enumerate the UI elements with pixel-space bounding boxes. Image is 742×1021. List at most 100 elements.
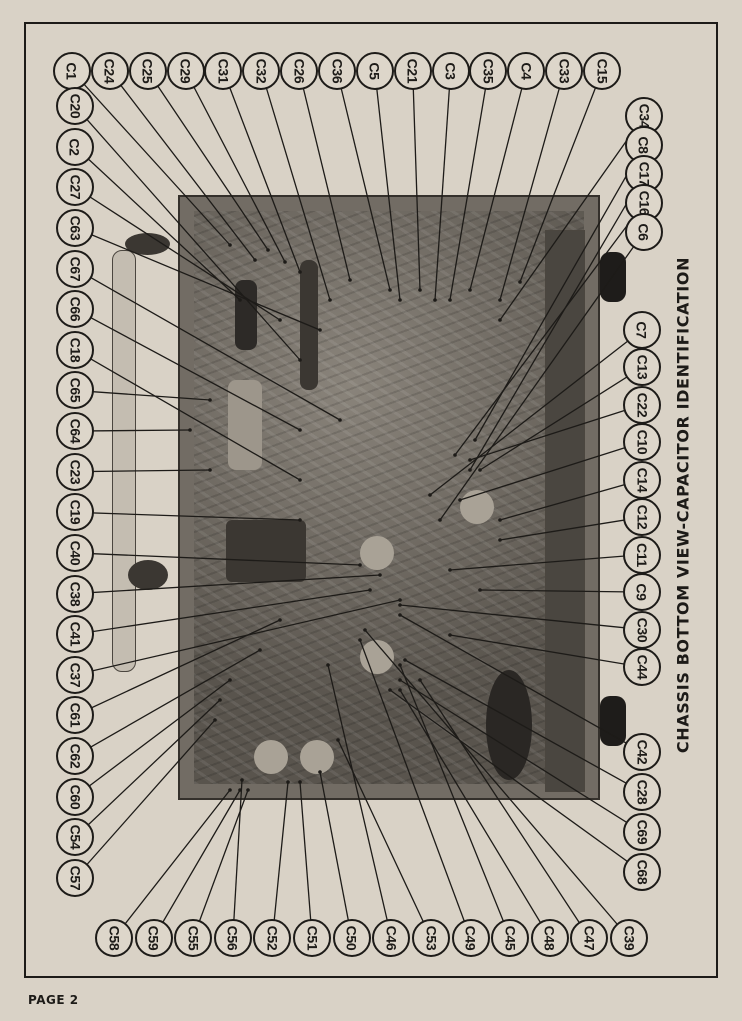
leader-end-c42 xyxy=(398,613,402,617)
capacitor-label-text: C46 xyxy=(383,925,400,951)
speaker xyxy=(486,670,532,780)
leader-c9 xyxy=(479,589,643,593)
capacitor-label-text: C66 xyxy=(66,296,83,322)
leader-end-c21 xyxy=(418,288,422,292)
capacitor-label-c52: C52 xyxy=(253,919,292,957)
leader-c4 xyxy=(469,70,527,291)
capacitor-label-text: C32 xyxy=(253,58,270,84)
leader-c57 xyxy=(74,719,216,879)
capacitor-label-text: C58 xyxy=(105,925,122,951)
leader-c6 xyxy=(439,231,645,521)
leader-c27 xyxy=(74,186,281,321)
capacitor-label-c57: C57 xyxy=(56,859,94,897)
leader-end-c18 xyxy=(298,478,302,482)
capacitor-label-c61: C61 xyxy=(56,696,94,735)
capacitor-label-c6: C6 xyxy=(625,213,663,251)
leader-c51 xyxy=(299,781,313,939)
capacitor-label-text: C8 xyxy=(635,136,652,154)
tube-socket-5 xyxy=(460,490,494,524)
capacitor-label-c64: C64 xyxy=(56,412,94,451)
leader-end-c58 xyxy=(228,788,232,792)
leader-end-c69 xyxy=(398,678,402,682)
capacitor-label-text: C54 xyxy=(66,824,83,850)
leader-c26 xyxy=(298,70,351,281)
leader-c66 xyxy=(74,308,301,431)
capacitor-label-c15: C15 xyxy=(583,52,621,90)
leader-end-c46 xyxy=(326,663,330,667)
leader-end-c7 xyxy=(428,493,432,497)
capacitor-label-c25: C25 xyxy=(128,52,167,90)
leader-c63 xyxy=(74,227,321,331)
capacitor-label-text: C50 xyxy=(343,925,360,951)
capacitor-label-text: C42 xyxy=(633,739,650,765)
leader-c15 xyxy=(519,70,603,283)
leader-end-c68 xyxy=(388,688,392,692)
leader-c37 xyxy=(74,599,401,676)
capacitor-label-text: C64 xyxy=(66,418,83,444)
capacitor-label-c46: C46 xyxy=(372,919,411,957)
leader-c18 xyxy=(74,349,301,481)
leader-end-c10 xyxy=(458,498,462,502)
leader-c14 xyxy=(499,479,643,521)
leader-end-c20 xyxy=(298,358,302,362)
capacitor-label-text: C16 xyxy=(635,190,652,216)
antenna-rod xyxy=(112,250,136,672)
capacitor-label-text: C26 xyxy=(291,58,308,84)
leader-c61 xyxy=(74,619,281,717)
leader-end-c56 xyxy=(240,778,244,782)
leader-end-c33 xyxy=(498,298,502,302)
leader-c35 xyxy=(449,70,490,301)
leader-end-c27 xyxy=(278,318,282,322)
leader-end-c64 xyxy=(188,428,192,432)
capacitor-label-text: C19 xyxy=(66,499,83,525)
capacitor-label-c27: C27 xyxy=(56,168,94,207)
capacitor-label-c36: C36 xyxy=(318,52,356,90)
leader-c7 xyxy=(429,329,643,496)
leader-c40 xyxy=(74,552,361,566)
capacitor-label-c9: C9 xyxy=(623,573,661,612)
leader-end-c51 xyxy=(298,780,302,784)
capacitor-label-c19: C19 xyxy=(56,493,94,532)
transformer xyxy=(226,520,306,582)
capacitor-label-c56: C56 xyxy=(213,919,252,957)
capacitor-label-text: C2 xyxy=(66,137,83,156)
capacitor-label-text: C51 xyxy=(304,925,321,951)
capacitor-label-text: C69 xyxy=(633,819,650,845)
capacitor-label-text: C7 xyxy=(633,321,650,339)
leader-end-c39 xyxy=(363,628,367,632)
leader-end-c57 xyxy=(213,718,217,722)
leader-c25 xyxy=(147,70,269,251)
capacitor-label-c18: C18 xyxy=(56,330,94,369)
leader-end-c23 xyxy=(208,468,212,472)
capacitor-label-text: C59 xyxy=(145,925,162,951)
leader-end-c11 xyxy=(448,568,452,572)
leader-end-c30 xyxy=(398,603,402,607)
capacitor-label-text: C21 xyxy=(404,58,421,84)
capacitor-label-c50: C50 xyxy=(332,919,371,957)
capacitor-label-c69: C69 xyxy=(623,813,661,851)
leader-c46 xyxy=(327,664,392,939)
leader-end-c54 xyxy=(218,698,222,702)
leader-c56 xyxy=(232,779,243,939)
capacitor-label-text: C49 xyxy=(462,925,479,951)
capacitor-label-text: C6 xyxy=(635,223,652,241)
capacitor-label-c44: C44 xyxy=(623,648,661,686)
rod-mount xyxy=(125,233,170,255)
page-number: PAGE 2 xyxy=(28,993,79,1007)
capacitor-label-text: C29 xyxy=(177,58,194,84)
capacitor-label-c63: C63 xyxy=(56,208,94,247)
capacitor-label-text: C14 xyxy=(633,467,650,493)
capacitor-label-text: C65 xyxy=(66,378,83,403)
capacitor-label-c21: C21 xyxy=(393,52,432,90)
leader-c16 xyxy=(454,202,645,456)
leader-c12 xyxy=(499,516,643,541)
leader-end-c1 xyxy=(228,243,232,247)
capacitor-label-text: C48 xyxy=(541,925,558,951)
tube-socket-4 xyxy=(300,740,334,774)
leader-c44 xyxy=(449,634,643,668)
leader-c65 xyxy=(74,389,211,401)
capacitor-label-c14: C14 xyxy=(623,460,661,499)
capacitor-label-text: C24 xyxy=(101,58,118,84)
capacitor-label-text: C15 xyxy=(593,58,610,84)
capacitor-label-text: C38 xyxy=(66,581,83,606)
